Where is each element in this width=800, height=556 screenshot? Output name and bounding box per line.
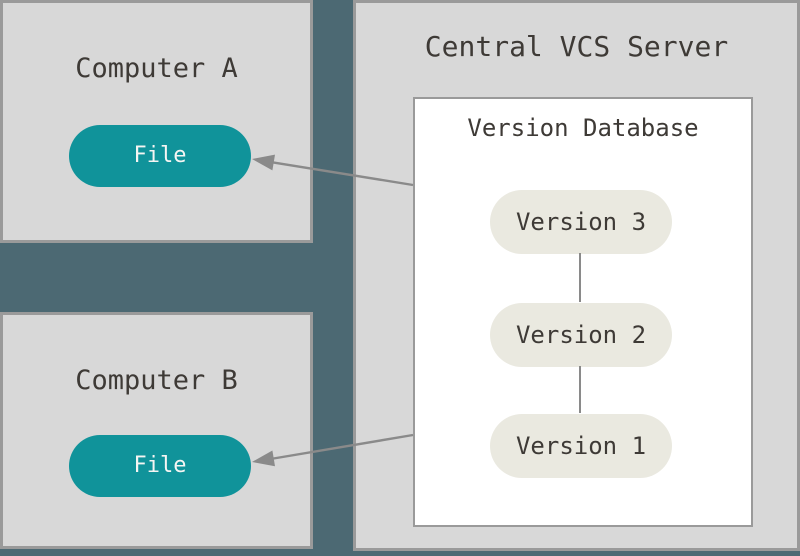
version-2-pill: Version 2	[490, 303, 672, 367]
computer-a-box: Computer A File	[0, 0, 313, 243]
computer-a-file-pill: File	[69, 125, 251, 187]
version-database-box: Version Database Version 3 Version 2 Ver…	[413, 97, 753, 527]
version-database-title: Version Database	[467, 114, 699, 142]
computer-b-box: Computer B File	[0, 312, 313, 549]
central-vcs-server-title: Central VCS Server	[424, 30, 729, 63]
version-3-pill: Version 3	[490, 190, 672, 254]
central-vcs-server-box: Central VCS Server Version Database Vers…	[353, 0, 800, 551]
computer-b-file-pill: File	[69, 435, 251, 497]
version-1-pill: Version 1	[490, 414, 672, 478]
computer-a-title: Computer A	[75, 53, 238, 84]
computer-b-title: Computer B	[75, 365, 238, 396]
